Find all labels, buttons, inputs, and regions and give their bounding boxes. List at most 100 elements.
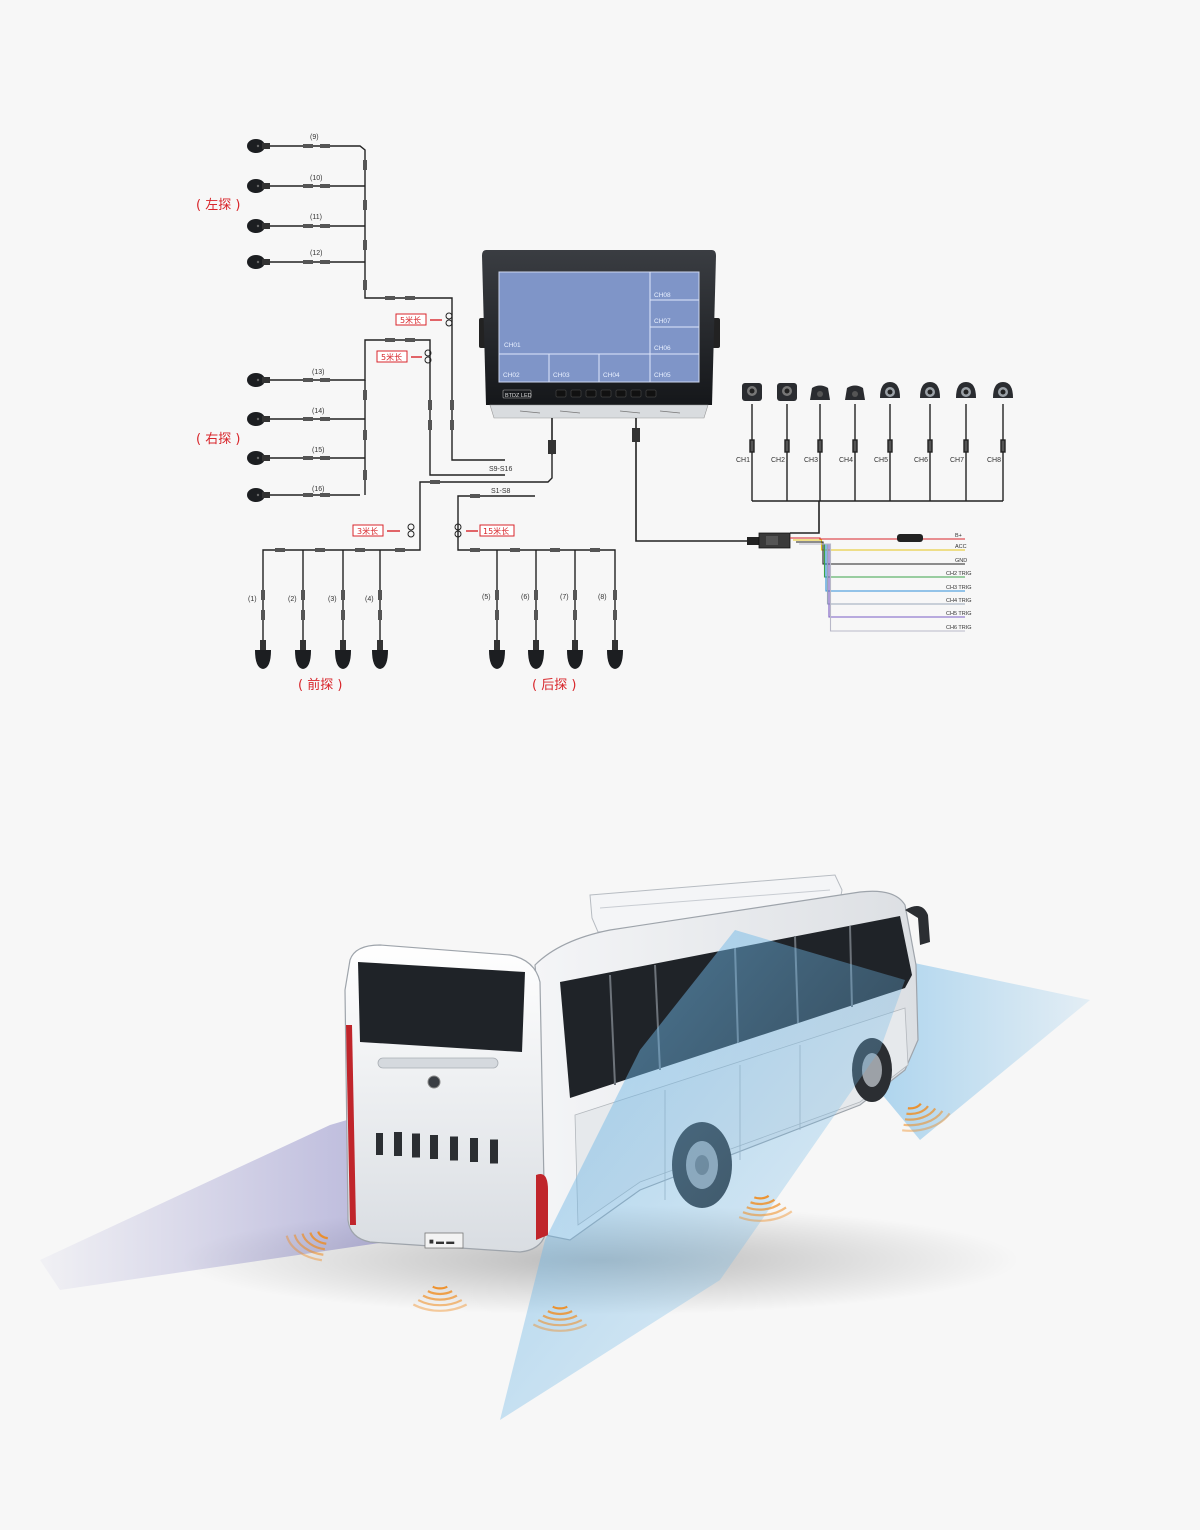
right-sensor-15 xyxy=(247,451,270,465)
left-sensor-10 xyxy=(247,179,270,193)
wire-gnd: GND xyxy=(796,541,967,565)
svg-text:ACC: ACC xyxy=(955,544,967,550)
svg-text:B+: B+ xyxy=(955,533,962,539)
cable-length-rear: 15米长 xyxy=(454,523,515,538)
sensor-number-9: (9) xyxy=(310,134,319,141)
bus-illustration: ■ ▬ ▬ xyxy=(40,874,1090,1420)
left-sensor-9 xyxy=(247,139,270,153)
sensor-number-11: (11) xyxy=(310,214,322,221)
monitor-brand: BTDZ LED xyxy=(505,393,532,399)
camera-label-ch2: CH2 xyxy=(771,457,785,464)
front-sensor-3 xyxy=(335,640,351,669)
left-sensor-12 xyxy=(247,255,270,269)
camera-label-ch6: CH6 xyxy=(914,457,928,464)
group-label-left: ( 左探 ) xyxy=(196,198,240,213)
sensor-number-1: (1) xyxy=(248,596,257,603)
svg-text:5米长: 5米长 xyxy=(400,315,421,325)
group-label-front: ( 前探 ) xyxy=(298,677,342,693)
cable-connectors xyxy=(261,144,617,620)
side-camera-beam-right xyxy=(870,960,1090,1140)
tile-ch07: CH07 xyxy=(654,318,671,325)
camera-2: CH2 xyxy=(771,383,797,464)
tile-ch05: CH05 xyxy=(654,372,671,379)
camera-6: CH6 xyxy=(914,382,940,464)
sensor-number-4: (4) xyxy=(365,596,374,603)
camera-label-ch5: CH5 xyxy=(874,457,888,464)
svg-text:15米长: 15米长 xyxy=(483,526,509,536)
left-sensor-group xyxy=(270,145,505,461)
svg-text:■ ▬ ▬: ■ ▬ ▬ xyxy=(429,1237,454,1246)
sensor-number-8: (8) xyxy=(598,594,607,601)
bus-label-upper: S9-S16 xyxy=(489,466,512,473)
wire-ch2-trig: CH2 TRIG xyxy=(799,543,972,578)
side-camera-beam-left xyxy=(500,930,905,1420)
camera-label-ch3: CH3 xyxy=(804,457,818,464)
camera-label-ch1: CH1 xyxy=(736,457,750,464)
svg-text:GND: GND xyxy=(955,558,967,564)
right-sensor-13 xyxy=(247,373,270,387)
tile-ch06: CH06 xyxy=(654,345,671,352)
svg-text:CH4 TRIG: CH4 TRIG xyxy=(946,598,972,604)
sensor-number-16: (16) xyxy=(312,486,324,493)
sensor-number-6: (6) xyxy=(521,594,530,601)
monitor: CH01 CH02 CH03 CH04 CH05 CH06 CH07 CH08 … xyxy=(479,250,720,419)
rear-sensor-bus xyxy=(457,495,616,650)
sensor-number-10: (10) xyxy=(310,175,322,182)
ultrasonic-waves xyxy=(285,1102,951,1332)
tile-ch04: CH04 xyxy=(603,372,620,379)
svg-text:CH2 TRIG: CH2 TRIG xyxy=(946,571,972,577)
sensor-number-13: (13) xyxy=(312,369,324,376)
camera-7: CH7 xyxy=(950,382,976,464)
camera-label-ch7: CH7 xyxy=(950,457,964,464)
rear-sensor-6 xyxy=(528,640,544,669)
camera-label-ch8: CH8 xyxy=(987,457,1001,464)
group-label-rear: ( 后探 ) xyxy=(532,678,576,693)
tile-ch03: CH03 xyxy=(553,372,570,379)
front-sensor-1 xyxy=(255,640,271,669)
sensor-number-5: (5) xyxy=(482,594,491,601)
bus-label-lower: S1-S8 xyxy=(491,488,511,495)
left-sensor-11 xyxy=(247,219,270,233)
right-sensor-16 xyxy=(247,488,270,502)
front-sensor-4 xyxy=(372,640,388,669)
rear-camera xyxy=(427,1075,441,1089)
rear-sensor-5 xyxy=(489,640,505,669)
sensor-number-14: (14) xyxy=(312,408,324,415)
tile-ch08: CH08 xyxy=(654,292,671,299)
camera-1: CH1 xyxy=(736,383,762,464)
tile-ch01: CH01 xyxy=(504,342,521,349)
sensor-number-12: (12) xyxy=(310,250,322,257)
svg-text:3米长: 3米长 xyxy=(357,526,378,536)
wire-b+: B+ xyxy=(790,533,965,540)
sensor-number-15: (15) xyxy=(312,447,324,454)
sensor-number-7: (7) xyxy=(560,594,569,601)
cable-length-right: 5米长 xyxy=(376,349,432,364)
camera-4: CH4 xyxy=(839,385,865,464)
wiring-diagram: ( 左探 ) ( 右探 ) ( 前探 ) ( 后探 ) (9) (10) (11… xyxy=(196,134,1013,693)
rear-sensor-8 xyxy=(607,640,623,669)
camera-3: CH3 xyxy=(804,385,830,464)
camera-bus xyxy=(752,500,1003,534)
cable-length-front: 3米长 xyxy=(352,523,415,538)
right-sensor-group xyxy=(270,339,505,496)
group-label-right: ( 右探 ) xyxy=(196,432,240,447)
camera-8: CH8 xyxy=(987,382,1013,464)
sensor-heads xyxy=(247,139,623,669)
svg-text:5米长: 5米长 xyxy=(381,352,402,362)
front-sensor-2 xyxy=(295,640,311,669)
harness-connector xyxy=(747,532,791,549)
svg-text:CH3 TRIG: CH3 TRIG xyxy=(946,585,972,591)
power-trigger-wires: B+ ACC GND CH2 TRIG CH3 TRIG CH4 TRIG CH5 TRIG… xyxy=(790,533,972,632)
sensor-number-2: (2) xyxy=(288,596,297,603)
wire-acc: ACC xyxy=(793,539,967,551)
sensor-number-3: (3) xyxy=(328,596,337,603)
tile-ch02: CH02 xyxy=(503,372,520,379)
rear-sensor-7 xyxy=(567,640,583,669)
svg-text:CH5 TRIG: CH5 TRIG xyxy=(946,611,972,617)
cable-length-left: 5米长 xyxy=(395,312,453,327)
camera-5: CH5 xyxy=(874,382,900,464)
svg-text:CH6 TRIG: CH6 TRIG xyxy=(946,625,972,631)
wire-ch6-trig: CH6 TRIG xyxy=(799,543,972,632)
